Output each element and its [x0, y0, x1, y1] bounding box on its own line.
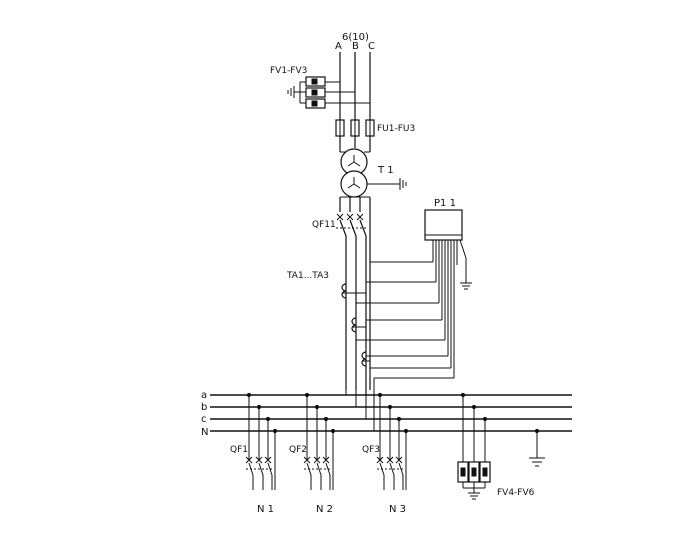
feeder-2-name: N 2: [316, 504, 333, 515]
phase-b-label: B: [352, 41, 359, 52]
feeder-3: [376, 392, 409, 490]
feeder-3-breaker-label: QF3: [362, 445, 380, 455]
lv-lines-upper: [339, 196, 371, 390]
feeder-1-name: N 1: [257, 504, 274, 515]
phase-a-label: A: [335, 41, 342, 52]
bus-b-label: b: [201, 402, 207, 413]
transformer-label: T 1: [377, 165, 394, 176]
feeder-2: [303, 392, 336, 490]
feeder-1: [245, 392, 278, 490]
bus-a-label: a: [201, 390, 207, 401]
top-surge-arresters: [287, 76, 370, 109]
neutral-ground: [529, 428, 545, 467]
meter-label: P1 1: [434, 198, 456, 209]
feeder-1-breaker-label: QF1: [230, 445, 248, 455]
meter-p11: [424, 209, 463, 241]
transformer-ground: [367, 178, 407, 190]
busbars: [210, 390, 572, 432]
current-transformers: [341, 283, 370, 367]
bus-c-label: c: [201, 414, 207, 425]
feeder-3-name: N 3: [389, 504, 406, 515]
hv-incoming-lines: [339, 52, 371, 120]
meter-wiring: [356, 240, 458, 395]
transformer-t1: [340, 148, 368, 198]
arrester-bottom-label: FV4-FV6: [497, 488, 535, 498]
voltage-label: 6(10): [342, 32, 369, 43]
meter-ground: [459, 239, 472, 290]
main-breaker-qf11: [336, 213, 367, 395]
ct-label: TA1...TA3: [286, 271, 329, 281]
fuse-to-transformer-lines: [339, 136, 371, 153]
phase-c-label: C: [368, 41, 375, 52]
arrester-top-label: FV1-FV3: [270, 66, 307, 76]
breaker-main-label: QF11: [312, 220, 336, 230]
fuse-label: FU1-FU3: [377, 124, 415, 134]
feeder-2-breaker-label: QF2: [289, 445, 307, 455]
bottom-surge-arresters: [457, 392, 491, 500]
bus-n-label: N: [201, 427, 208, 438]
hv-fuses: [335, 119, 375, 137]
